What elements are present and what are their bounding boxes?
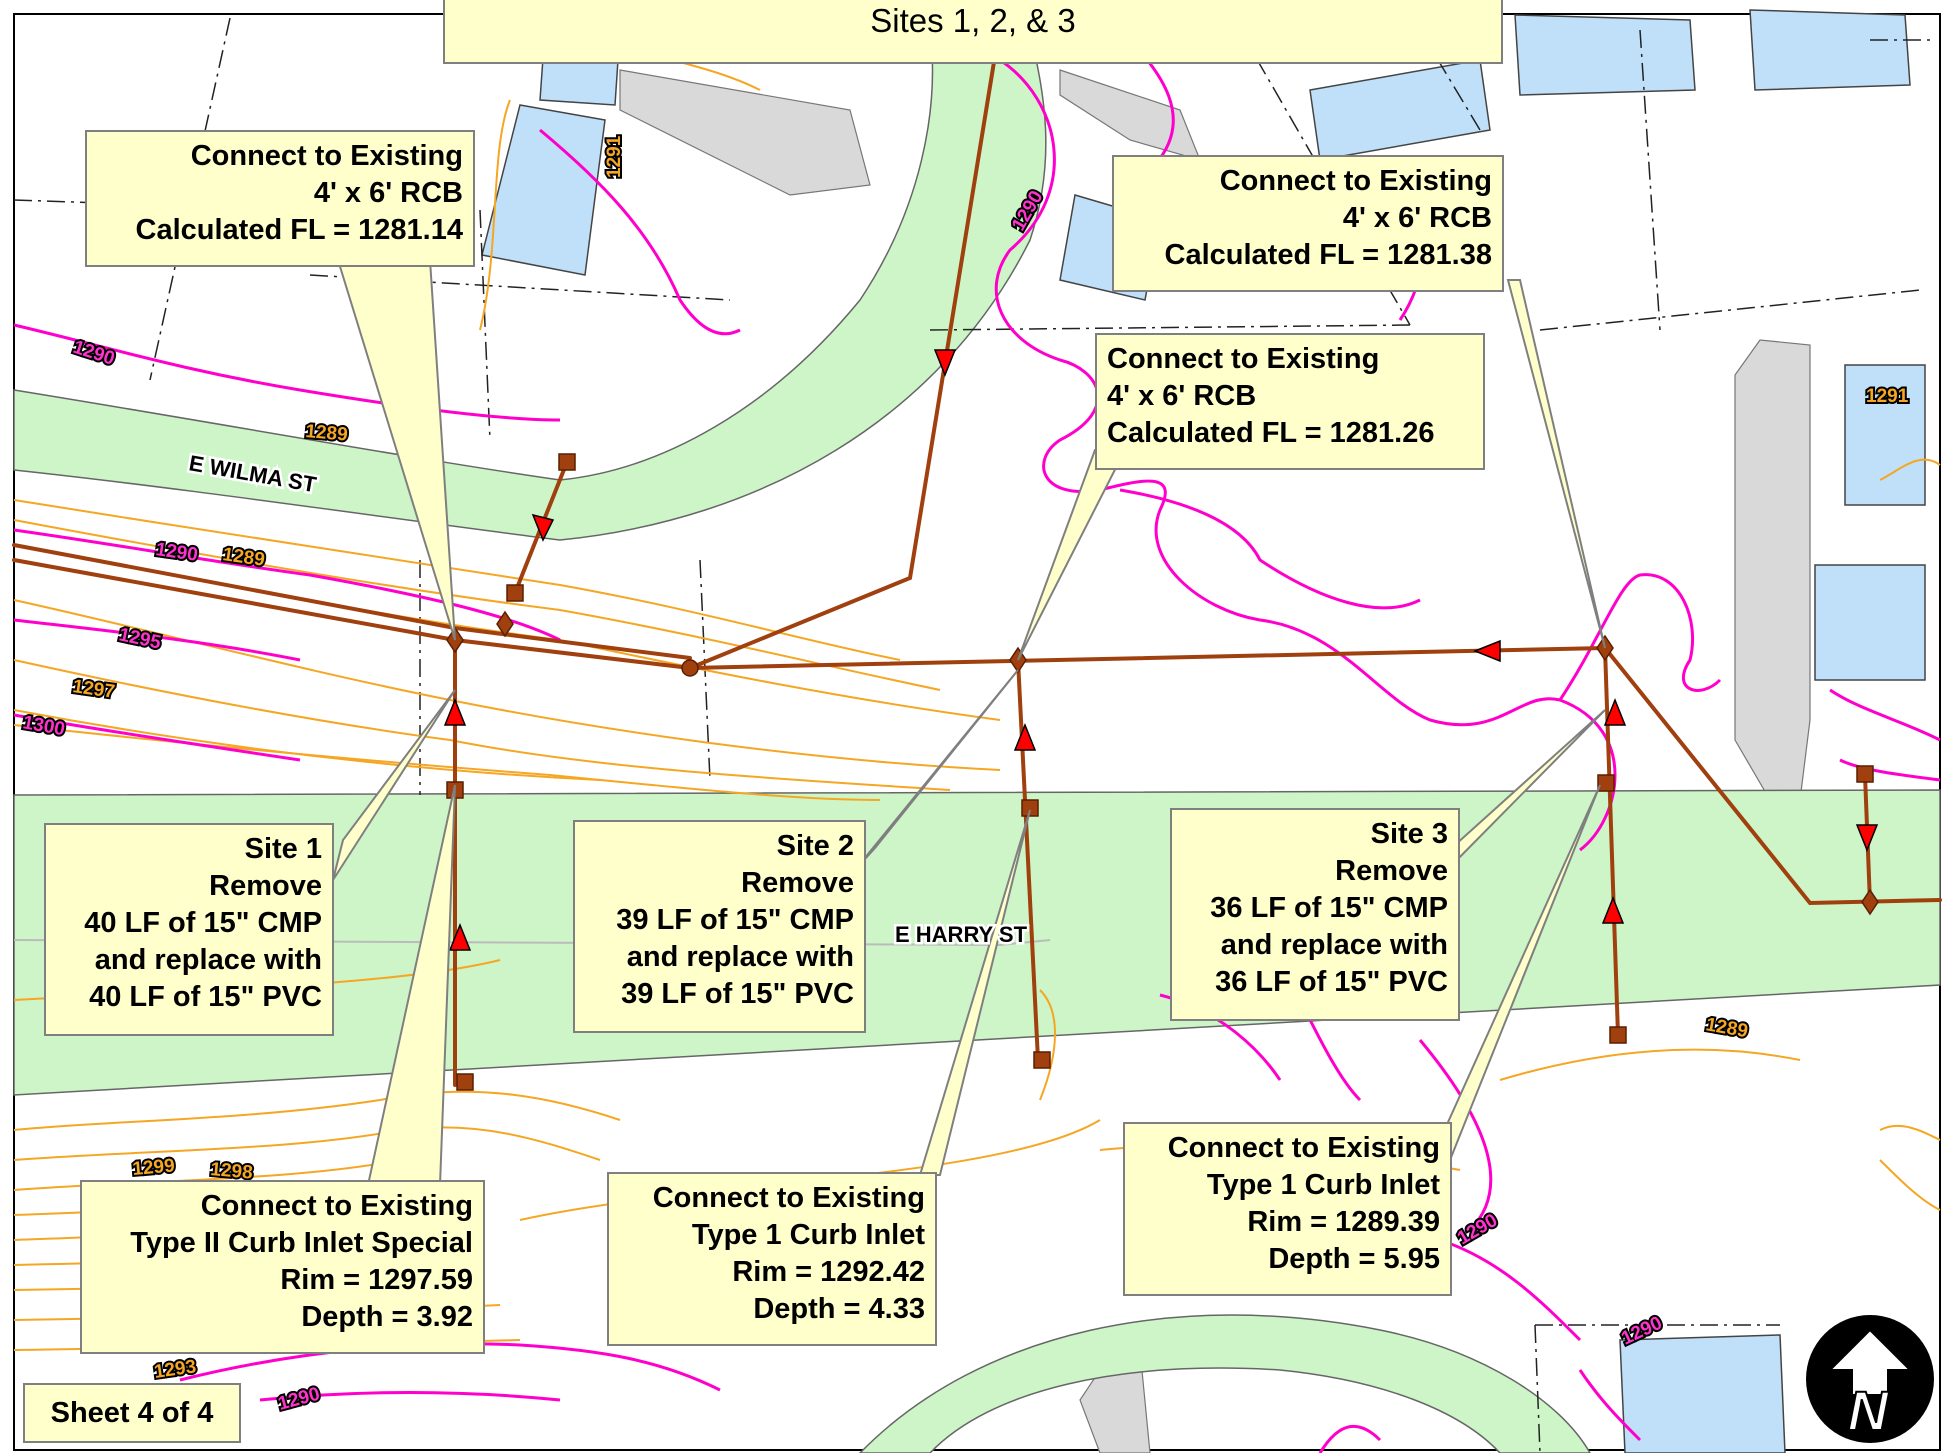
callout-line: Calculated FL = 1281.26 [1107,417,1435,449]
callout-line: Type 1 Curb Inlet [691,1219,925,1251]
callout-line: Depth = 3.92 [301,1301,473,1333]
street-label-harry: E HARRY ST [895,922,1028,947]
sheet-number: Sheet 4 of 4 [23,1383,241,1443]
callout-line: Rim = 1289.39 [1247,1206,1440,1238]
callout-line: Remove [1335,855,1448,887]
callout-line: 40 LF of 15" CMP [84,907,322,939]
callout-rcb-site1: Connect to Existing 4' x 6' RCB Calculat… [85,130,475,267]
callout-line: and replace with [1220,929,1448,961]
callout-line: Site 2 [776,830,854,862]
callout-line: Depth = 4.33 [753,1293,925,1325]
callout-line: and replace with [94,944,322,976]
callout-line: Remove [741,867,854,899]
callout-line: 40 LF of 15" PVC [89,981,322,1013]
flow-arrows [443,349,1879,951]
callout-line: Connect to Existing [1219,165,1492,197]
callout-line: Connect to Existing [1107,343,1380,375]
callout-line: Depth = 5.95 [1268,1243,1440,1275]
callout-line: Type II Curb Inlet Special [130,1227,473,1259]
callout-line: Calculated FL = 1281.38 [1164,239,1493,271]
callout-inlet-site2: Connect to Existing Type 1 Curb Inlet Ri… [607,1172,937,1346]
north-arrow-icon [1827,1328,1913,1396]
callout-line: Connect to Existing [652,1182,925,1214]
contour-label: 1289 [305,421,349,446]
callout-line: and replace with [626,941,854,973]
callout-line: Connect to Existing [200,1190,473,1222]
callout-line: Rim = 1292.42 [732,1256,925,1288]
callout-line: Type 1 Curb Inlet [1206,1169,1440,1201]
callout-line: 39 LF of 15" PVC [621,978,854,1010]
callout-line: Connect to Existing [190,140,463,172]
title-line: Sites 1, 2, & 3 [870,2,1076,39]
sheet-number-text: Sheet 4 of 4 [50,1397,214,1429]
north-label: N [1848,1379,1890,1442]
callout-line: 4' x 6' RCB [313,177,463,209]
callout-site3: Site 3 Remove 36 LF of 15" CMP and repla… [1170,808,1460,1021]
callout-line: Site 3 [1370,818,1448,850]
callout-line: 4' x 6' RCB [1107,380,1257,412]
contour-label: 1299 [132,1155,176,1180]
pavement [619,69,1811,1453]
callout-line: 4' x 6' RCB [1342,202,1492,234]
callout-inlet-site1: Connect to Existing Type II Curb Inlet S… [80,1180,485,1354]
callout-leaders [332,259,1606,1186]
callout-site1: Site 1 Remove 40 LF of 15" CMP and repla… [44,823,334,1036]
callout-line: 39 LF of 15" CMP [616,904,854,936]
callout-inlet-site3: Connect to Existing Type 1 Curb Inlet Ri… [1123,1122,1452,1296]
callout-line: 36 LF of 15" PVC [1215,966,1448,998]
map-title: Sites 1, 2, & 3 [443,0,1503,64]
callout-site2: Site 2 Remove 39 LF of 15" CMP and repla… [573,820,866,1033]
contour-label: 1291 [1866,386,1909,407]
callout-rcb-site2: Connect to Existing 4' x 6' RCB Calculat… [1095,333,1485,470]
callout-line: 36 LF of 15" CMP [1210,892,1448,924]
callout-line: Rim = 1297.59 [280,1264,473,1296]
callout-line: Connect to Existing [1167,1132,1440,1164]
callout-line: Site 1 [244,833,322,865]
north-arrow: N [1806,1315,1934,1443]
callout-line: Remove [209,870,322,902]
callout-line: Calculated FL = 1281.14 [135,214,464,246]
contour-label: 1291 [604,135,625,178]
callout-rcb-site3: Connect to Existing 4' x 6' RCB Calculat… [1112,155,1504,292]
